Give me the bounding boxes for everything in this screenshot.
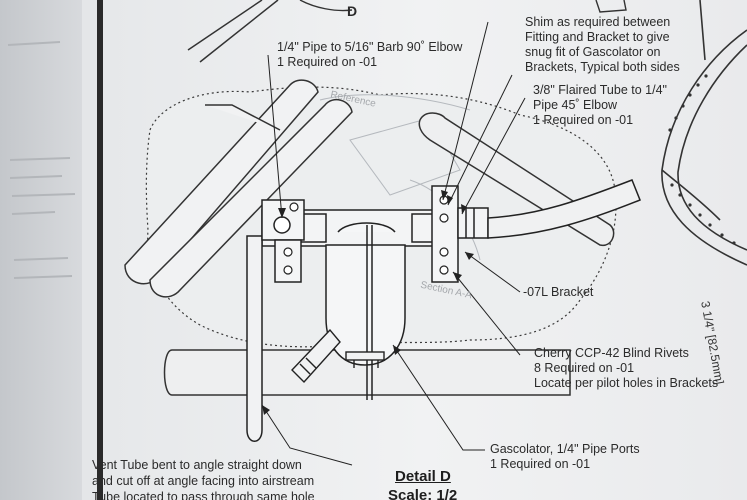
callout-shim-line-4: Brackets, Typical both sides — [525, 60, 680, 74]
callout-vent-tube-line-2: and cut off at angle facing into airstre… — [92, 474, 315, 488]
callout-elbow-45-line-3: 1 Required on -01 — [533, 113, 634, 127]
callout-vent-tube-line-3: Tube located to pass through same hole — [92, 490, 315, 500]
drain-fitting — [345, 351, 385, 368]
top-arrow — [299, 0, 353, 12]
callout-shim-line-1: Shim as required between — [525, 15, 671, 29]
rivets-left — [283, 202, 299, 275]
callout-rivets-line-3: Locate per pilot holes in Brackets — [534, 376, 719, 390]
gascolator-bowl — [325, 222, 406, 366]
callout-bracket: -07L Bracket — [523, 285, 594, 299]
inclined-tubes — [124, 79, 353, 298]
callout-rivets-line-2: 8 Required on -01 — [534, 361, 635, 375]
page-border-line — [97, 0, 103, 500]
callout-elbow-45-line-1: 3/8" Flaired Tube to 1/4" — [533, 83, 667, 97]
flared-tube — [487, 179, 641, 239]
callout-vent-tube-line-1: Vent Tube bent to angle straight down — [92, 458, 302, 472]
callout-rivets-line-1: Cherry CCP-42 Blind Rivets — [534, 346, 689, 360]
leader-arrowheads — [262, 190, 474, 415]
detail-scale: Scale: 1/2 — [388, 487, 458, 500]
leader-lines — [261, 21, 526, 466]
side-port — [291, 328, 341, 384]
callout-gascolator-line-2: 1 Required on -01 — [490, 457, 591, 471]
callout-shim-line-2: Fitting and Bracket to give — [525, 30, 670, 44]
callout-elbow-90-line-1: 1/4" Pipe to 5/16" Barb 90˚ Elbow — [277, 40, 463, 54]
callout-elbow-45-line-2: Pipe 45˚ Elbow — [533, 98, 618, 112]
vent-tube — [246, 235, 263, 442]
top-right-bracket — [595, 0, 627, 13]
view-letter: D — [347, 3, 358, 19]
faded-left-text — [7, 41, 76, 279]
callout-elbow-90-line-2: 1 Required on -01 — [277, 55, 378, 69]
detail-title: Detail D — [395, 468, 451, 485]
top-left-tube — [187, 0, 279, 63]
cowl-structure — [661, 0, 747, 266]
gascolator-stem — [366, 225, 373, 400]
callout-gascolator-line-1: Gascolator, 1/4" Pipe Ports — [490, 442, 640, 456]
callout-shim-line-3: snug fit of Gascolator on — [525, 45, 661, 59]
rivet-row — [668, 74, 736, 245]
elbow-45 — [457, 207, 489, 239]
